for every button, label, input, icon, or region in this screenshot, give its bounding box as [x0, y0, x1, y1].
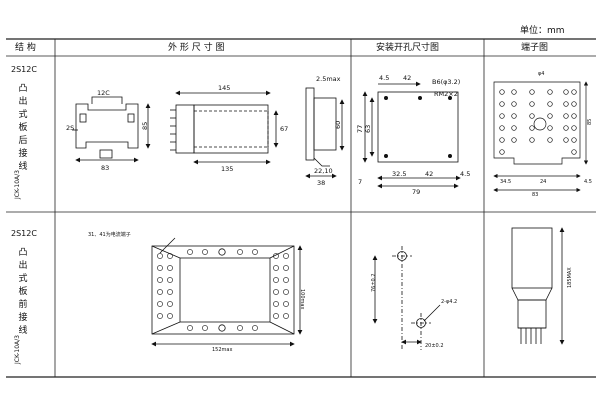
dim-hole: 2-φ4.2	[441, 299, 457, 305]
dim-76: 76±0.2	[371, 273, 377, 292]
dim-135: 135	[221, 165, 233, 173]
relay-profile-row2	[511, 227, 565, 345]
dim-83: 83	[101, 164, 109, 172]
term-34-5: 34.5	[500, 179, 511, 185]
dim-38: 38	[317, 179, 325, 187]
term-24: 24	[540, 179, 546, 185]
dim-b6: B6(φ3.2)	[432, 78, 460, 86]
dim-4-5a: 4.5	[379, 74, 389, 82]
dim-4-5b: 4.5	[460, 170, 470, 178]
term-83: 83	[532, 192, 538, 198]
front-panel-row2	[151, 237, 303, 347]
note-current-terminals: 31、41为电流端子	[88, 231, 131, 238]
header-cutout: 安装开孔尺寸图	[376, 43, 440, 53]
cutout-row1	[362, 81, 461, 189]
header-outline: 外 形 尺 寸 图	[168, 43, 225, 53]
row2-code: 2S12C	[11, 229, 37, 238]
header-terminal: 端子图	[521, 43, 549, 53]
dim-7: 7	[358, 178, 362, 186]
dim-60: 60	[334, 121, 342, 129]
dim-22-10: 22,10	[314, 167, 333, 175]
row2-text: 凸出式板前接线	[18, 248, 28, 336]
dim-rm: RM2×2	[434, 90, 458, 98]
end-view	[305, 87, 345, 179]
term-4-5: 4.5	[584, 179, 592, 185]
side-view	[170, 90, 279, 165]
terminal-row1	[493, 81, 589, 193]
dim-63: 63	[364, 125, 372, 133]
table-grid	[6, 38, 596, 378]
dim-85: 85	[141, 122, 149, 130]
front-view	[72, 96, 151, 163]
dim-2-5max: 2.5max	[316, 75, 341, 83]
row1-code: 2S12C	[11, 65, 37, 74]
header-structure: 结 构	[15, 43, 36, 53]
dim-100max: 100max	[299, 289, 305, 309]
dim-20: 20±0.2	[425, 343, 444, 349]
cutout-row2	[372, 246, 441, 350]
term-85: 85	[587, 119, 593, 125]
row1-text: 凸出式板后接线	[18, 84, 28, 172]
term-phi4: φ4	[538, 71, 544, 77]
dim-152max: 152max	[212, 347, 232, 353]
dim-77: 77	[356, 125, 364, 133]
dim-79: 79	[412, 188, 420, 196]
dim-185max: 185MAX	[567, 267, 573, 288]
dim-67: 67	[280, 125, 288, 133]
label-12c: 12C	[97, 89, 110, 97]
dim-42b: 42	[425, 170, 433, 178]
dim-145: 145	[218, 84, 230, 92]
dim-42a: 42	[403, 74, 411, 82]
dim-32-5: 32.5	[392, 170, 406, 178]
label-2s: 2S	[66, 124, 74, 132]
unit-label: 单位：mm	[520, 26, 565, 36]
